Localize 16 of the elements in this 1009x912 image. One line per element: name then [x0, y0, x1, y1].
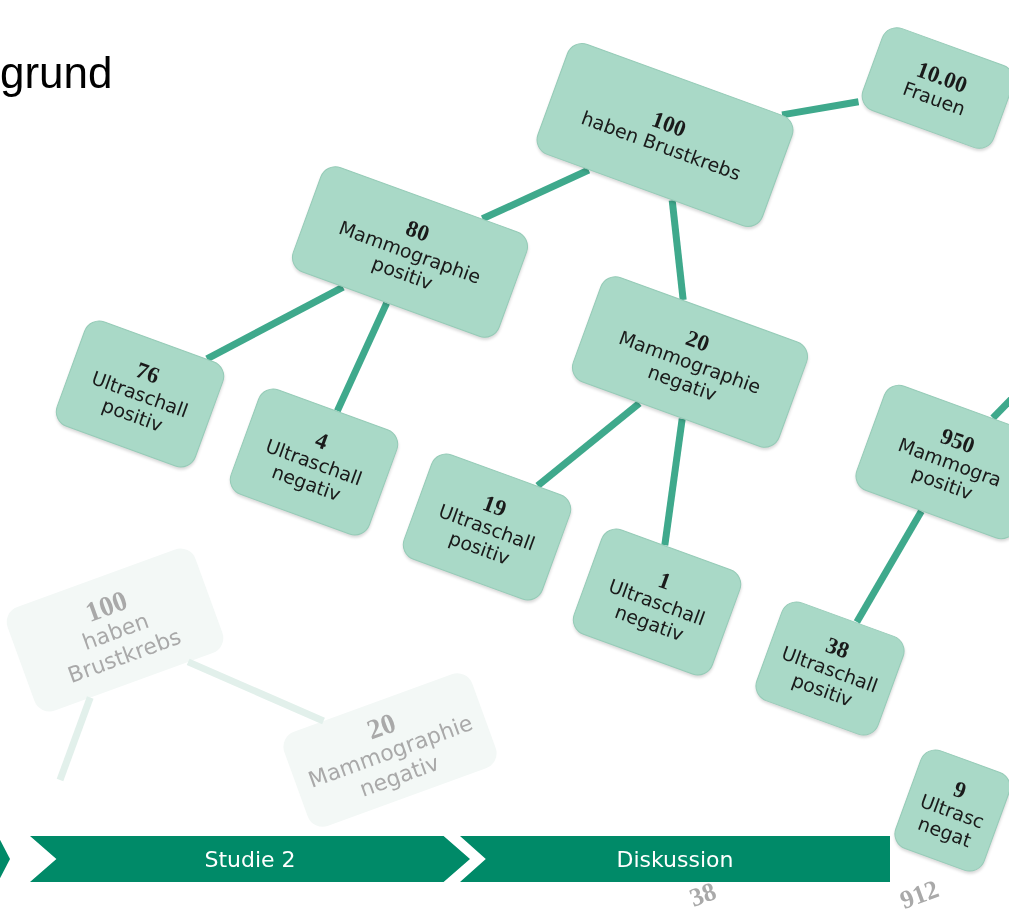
faded-number: 38: [685, 876, 721, 912]
nav-step: [30, 836, 470, 882]
step-label: Studie 2: [204, 846, 296, 872]
connector-line: [853, 509, 925, 624]
connector-line: [334, 301, 390, 413]
connector-line: [186, 658, 325, 725]
connector-line: [205, 284, 345, 362]
nav-step: [460, 836, 890, 882]
connector-line: [661, 418, 686, 546]
step-label: Diskussion: [616, 846, 734, 872]
connector-line: [668, 200, 687, 301]
connector-line: [480, 166, 591, 222]
connector-line: [56, 696, 94, 782]
faded-number: 912: [896, 874, 943, 912]
connector-line: [535, 400, 642, 489]
slide-title: grund: [0, 48, 113, 98]
